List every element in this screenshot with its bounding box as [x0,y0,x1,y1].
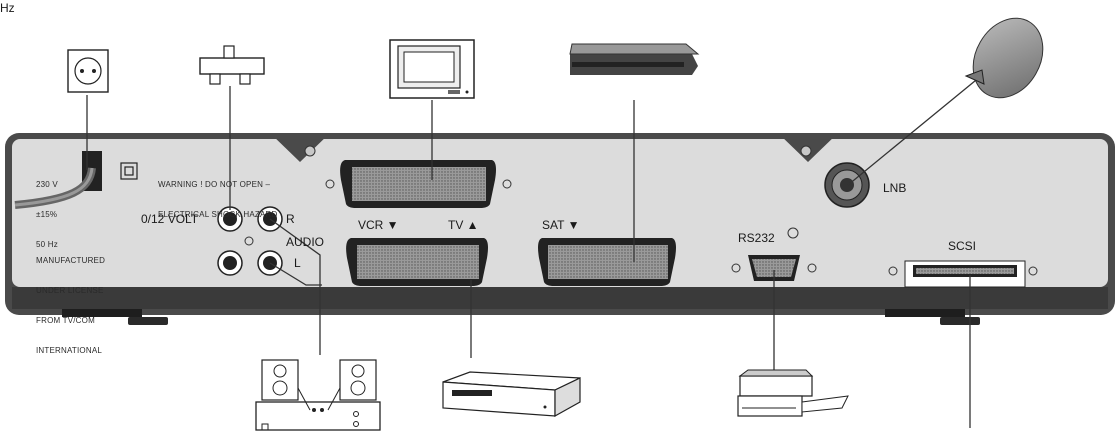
mains-socket-icon [67,49,109,93]
license-text: MANUFACTURED UNDER LICENSE FROM TV/COM I… [36,236,105,366]
scart-vcr-tv [346,238,488,286]
rs232-label: RS232 [738,231,775,245]
screw [244,236,254,246]
warning-line: WARNING ! DO NOT OPEN – [158,180,271,189]
scsi-label: SCSI [948,239,977,253]
top-cut-text: Hz [0,1,15,15]
foot-right [885,309,965,317]
double-insulation-icon [120,162,138,180]
scsi-port [888,260,1038,288]
vcr-icon [442,371,581,418]
connection-lines [86,75,982,428]
tv-label: TV ▲ [448,218,479,232]
audio-label: AUDIO [286,235,325,249]
scart-sat [538,238,676,286]
foot-left [62,309,142,317]
license-line: INTERNATIONAL [36,346,103,355]
stereo-system-icon [255,359,381,431]
scart-top [325,160,512,208]
license-line: FROM TV/COM [36,316,95,325]
tv-set-icon [389,39,475,99]
voltage-rating: 230 V ±15% 50 Hz [36,160,58,260]
audio-r-label: R [286,212,295,226]
satellite-dish-icon [964,17,1044,99]
voltage-line: 230 V [36,180,58,189]
voltage-line: ±15% [36,210,58,219]
dc-output-jack [217,206,243,232]
license-line: UNDER LICENSE [36,286,104,295]
license-line: MANUFACTURED [36,256,106,265]
voltage-line: 50 Hz [36,240,58,249]
volt-label: 0/12 VOLT [141,212,199,226]
lnb-label: LNB [883,181,907,195]
sat-label: SAT ▼ [542,218,580,232]
warning-text: WARNING ! DO NOT OPEN – ELECTRICAL SHOCK… [158,160,277,230]
rs232-port [731,227,817,281]
printer-icon [737,369,849,417]
audio-l-label: L [294,256,301,270]
vcr-label: VCR ▼ [358,218,399,232]
warning-line: ELECTRICAL SHOCK HAZARD [158,210,278,219]
satellite-receiver-icon [569,43,700,75]
dc-plug-icon [199,45,265,85]
spare-jack [217,250,243,276]
lnb-connector [824,162,870,208]
